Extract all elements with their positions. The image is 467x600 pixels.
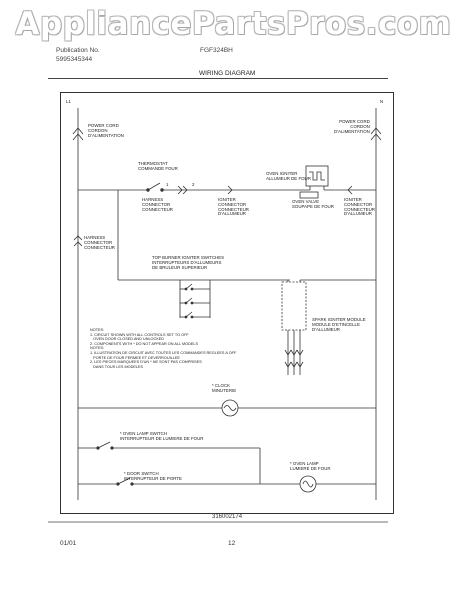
- door-switch-label: * DOOR SWITCH INTERRUPTEUR DE PORTE: [124, 471, 182, 481]
- harness-connector-2-label: HARNESS CONNECTOR CONNECTEUR: [84, 235, 115, 250]
- igniter-connector-icon: [227, 185, 233, 195]
- footer-date: 01/01: [60, 540, 77, 547]
- publication-number: 5995345344: [56, 56, 93, 63]
- harness-connector-1-label: HARNESS CONNECTOR CONNECTEUR: [142, 197, 173, 212]
- door-switch-icon: [117, 477, 131, 485]
- n-plug-icon: [370, 127, 382, 141]
- oven-lamp-switch-icon: [97, 441, 111, 449]
- igniter-connector-right-icon: [347, 185, 353, 195]
- terminal-1-label: 1: [166, 182, 169, 187]
- terminal-2-label: 2: [192, 182, 195, 187]
- oven-lamp-switch-label: * OVEN LAMP SWITCH INTERRUPTEUR DE LUMIE…: [120, 431, 204, 441]
- thermostat-switch-icon: [147, 182, 161, 191]
- top-burner-switches-label: TOP BURNER IGNITER SWITCHES INTERRUPTEUR…: [152, 255, 225, 270]
- l1-label: L1: [66, 99, 71, 104]
- diagram-notes: NOTES: 1. CIRCUIT SHOWN WITH ALL CONTROL…: [90, 328, 237, 369]
- diagram-title: WIRING DIAGRAM: [199, 70, 256, 77]
- publication-label: Publication No.: [56, 47, 100, 54]
- igniter-connector-right-label: IGNITER CONNECTOR CONNECTEUR D'ALLUMEUR: [344, 197, 375, 217]
- oven-igniter-label: OVEN IGNITER ALLUMEUR DE FOUR: [266, 171, 311, 181]
- l1-plug-icon: [72, 127, 84, 141]
- oven-valve-icon: [299, 191, 319, 199]
- thermostat-label: THERMOSTAT COMMANDE FOUR: [138, 161, 178, 171]
- spark-electrode-icons: [284, 330, 304, 375]
- harness-connector-left-icon: [73, 235, 83, 247]
- part-number: 316002174: [212, 514, 243, 520]
- spark-igniter-module-label: SPARK IGNITER MODULE MODULE D'ETINCELLE …: [312, 317, 366, 332]
- igniter-connector-label: IGNITER CONNECTOR CONNECTEUR D'ALLUMEUR: [218, 197, 249, 217]
- power-cord-right-label: POWER CORD CORDON D'ALIMENTATION: [334, 119, 370, 134]
- oven-igniter-icon: [305, 165, 329, 187]
- clock-label: * CLOCK MINUTERIE: [212, 383, 237, 393]
- harness-connector-icon: [177, 185, 188, 195]
- diagram-frame: [60, 92, 394, 514]
- oven-valve-label: OVEN VALVE SOUPAPE DE FOUR: [292, 199, 334, 209]
- oven-lamp-label: * OVEN LAMP LUMIERE DE FOUR: [290, 461, 331, 471]
- n-label: N: [380, 99, 384, 104]
- title-rule: [48, 78, 388, 79]
- model-number: FGF324BH: [200, 47, 233, 54]
- power-cord-left-label: POWER CORD CORDON D'ALIMENTATION: [88, 123, 124, 138]
- watermark: AppliancePartsPros.com: [15, 6, 452, 42]
- burner-switch-group: [179, 280, 211, 319]
- spark-module-icon: [281, 281, 307, 331]
- page-number: 12: [228, 540, 236, 547]
